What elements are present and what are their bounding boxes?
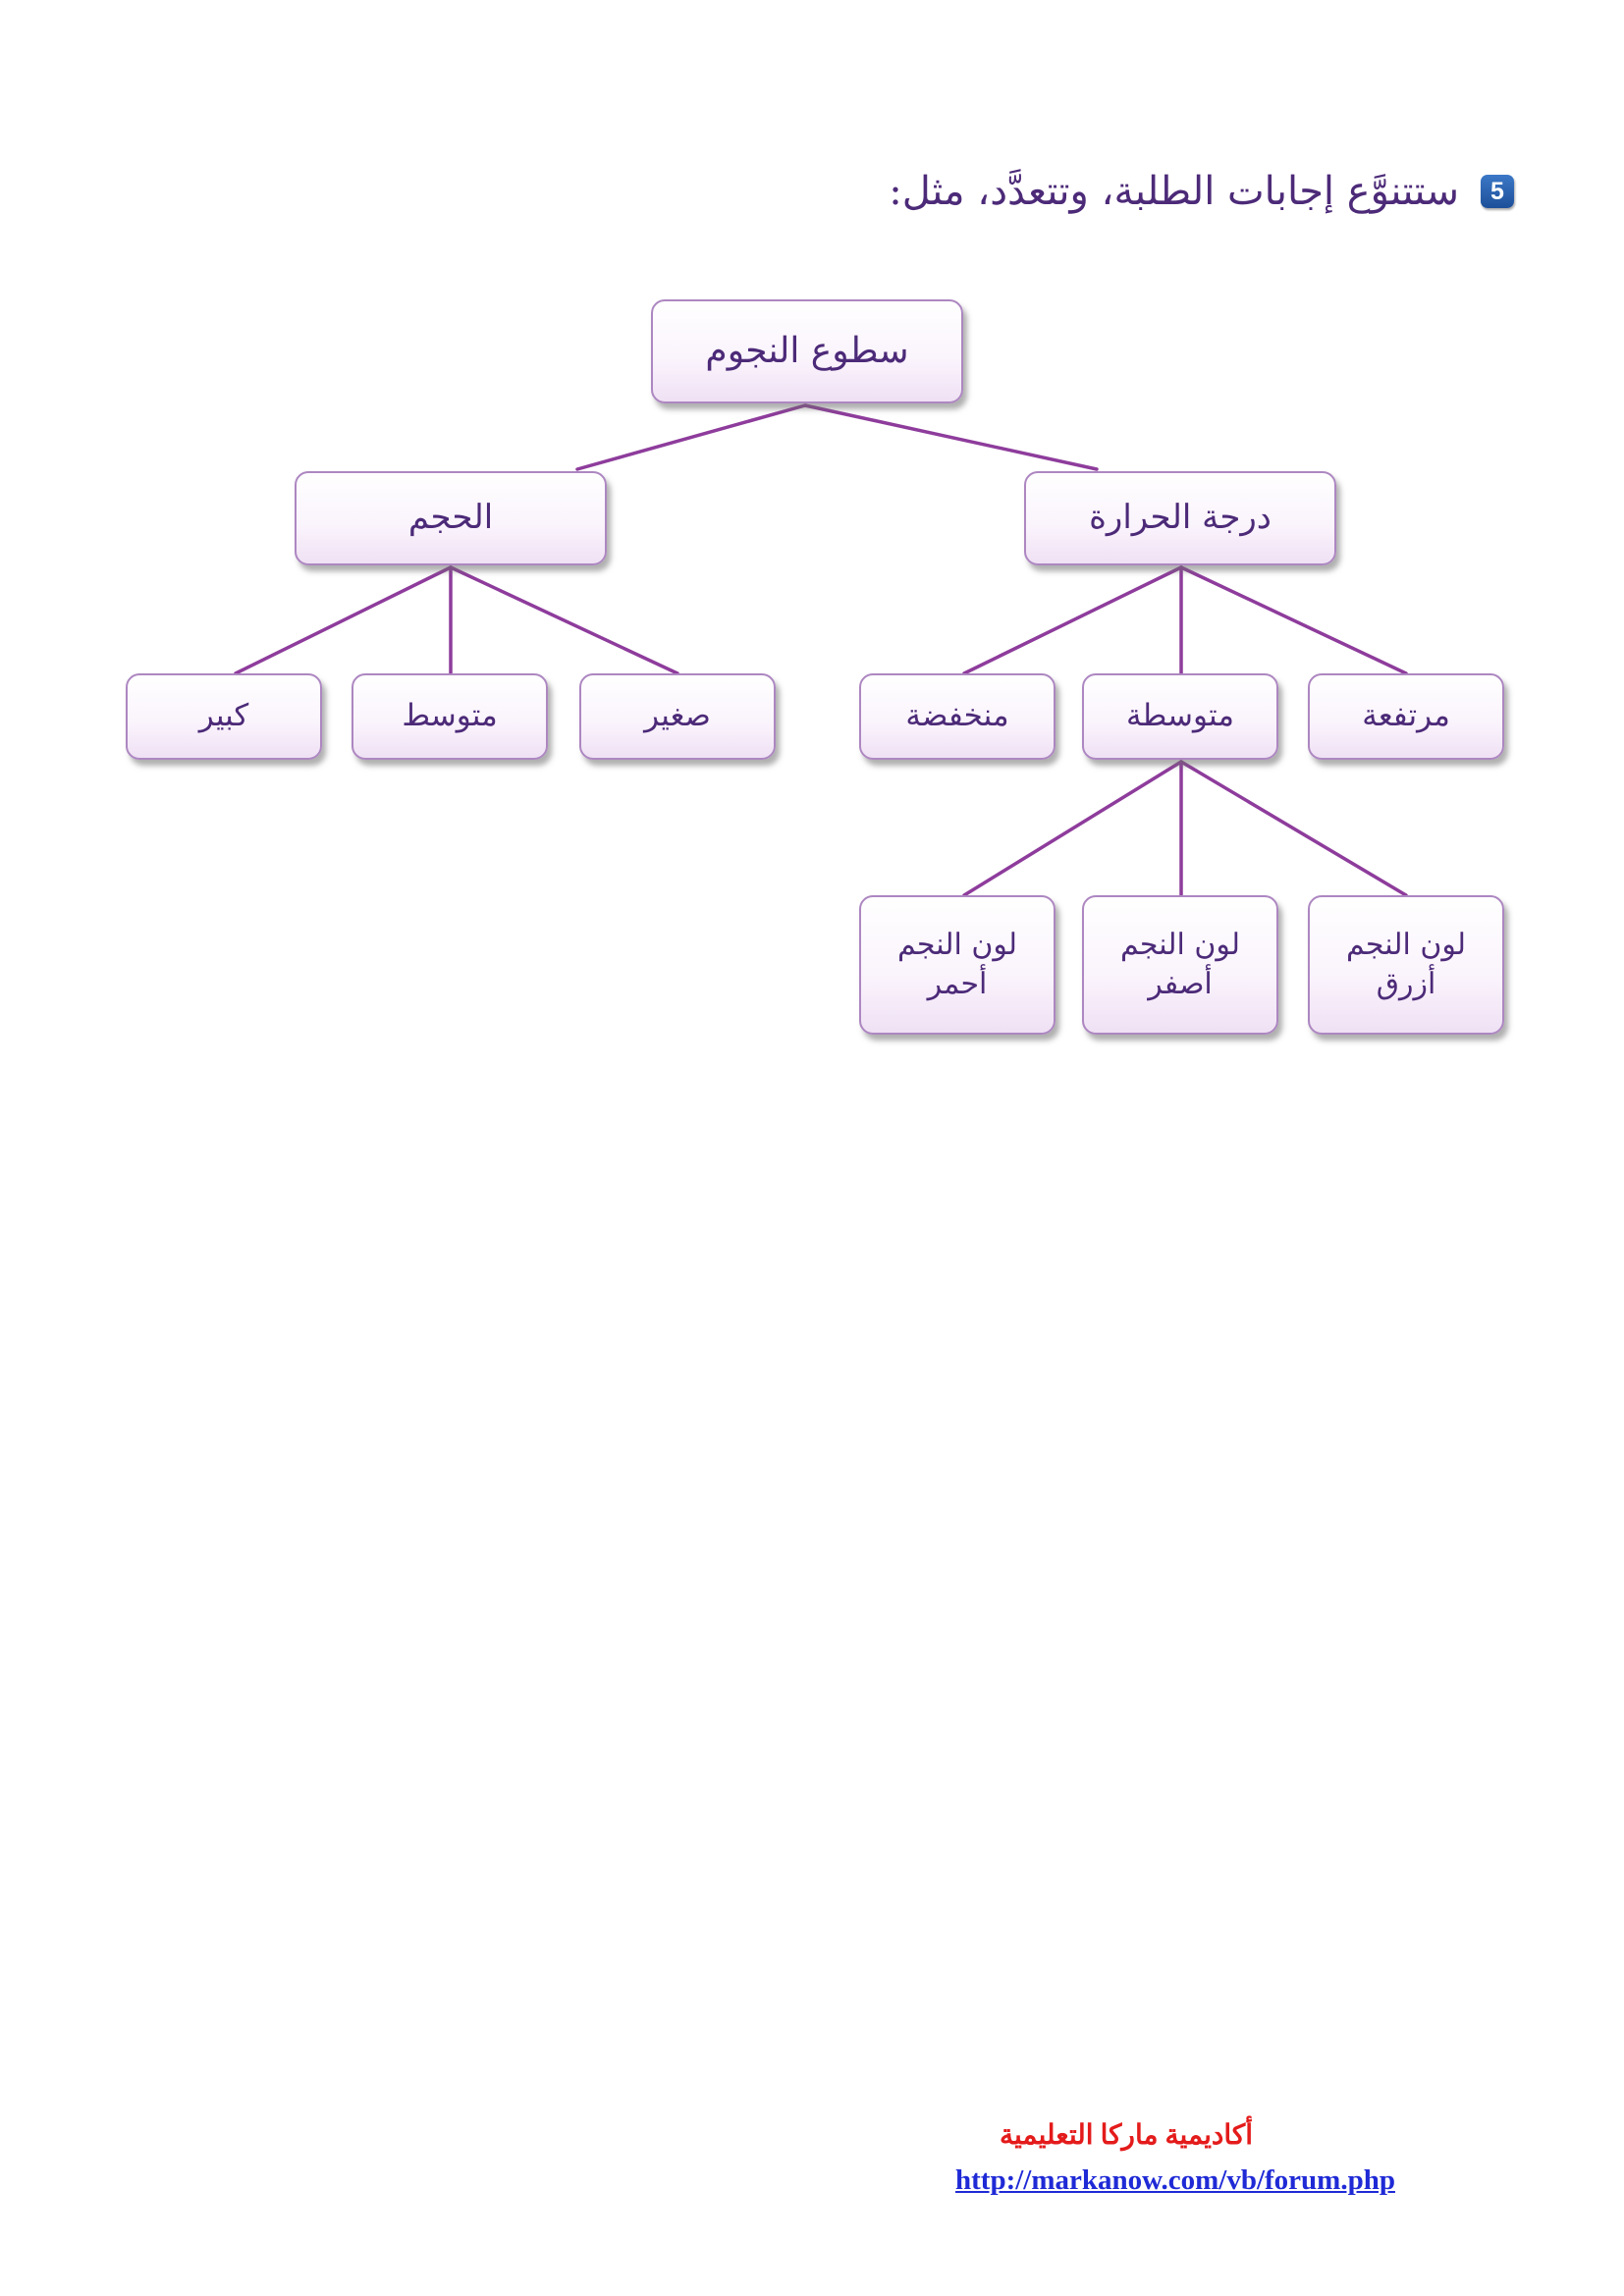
footer-forum-link[interactable]: http://markanow.com/vb/forum.php [955, 2164, 1395, 2196]
connector-size-small [449, 565, 679, 675]
node-size-small: صغير [579, 673, 776, 760]
node-label-line2: أحمر [927, 967, 988, 1001]
node-color-red: لون النجم أحمر [859, 895, 1056, 1035]
node-label: صغير [644, 698, 711, 734]
connector-temp-low [962, 565, 1183, 675]
node-label: منخفضة [905, 698, 1009, 734]
connector-root-temperature [803, 403, 1099, 471]
node-size-medium: متوسط [352, 673, 548, 760]
connector-medium-blue [1179, 760, 1408, 897]
node-star-brightness: سطوع النجوم [651, 299, 963, 403]
question-header: 5 ستتنوَّع إجابات الطلبة، وتتعدَّد، مثل: [889, 169, 1514, 214]
question-text: ستتنوَّع إجابات الطلبة، وتتعدَّد، مثل: [889, 169, 1459, 214]
node-size-large: كبير [126, 673, 322, 760]
node-label-line1: لون النجم [896, 927, 1018, 962]
node-temp-high: مرتفعة [1308, 673, 1504, 760]
connector-root-size [575, 403, 807, 471]
node-label: متوسطة [1126, 698, 1234, 734]
connector-medium-red [962, 760, 1183, 897]
node-label: مرتفعة [1362, 698, 1450, 734]
footer-academy-name: أكاديمية ماركا التعليمية [999, 2120, 1254, 2151]
question-number-badge: 5 [1481, 175, 1514, 208]
node-label-line2: أصفر [1148, 967, 1213, 1001]
node-color-yellow: لون النجم أصفر [1082, 895, 1278, 1035]
node-temperature: درجة الحرارة [1024, 471, 1336, 565]
connector-size-large [234, 565, 453, 675]
node-label: الحجم [407, 498, 494, 538]
node-temp-medium: متوسطة [1082, 673, 1278, 760]
node-label: متوسط [402, 698, 498, 734]
node-label-line1: لون النجم [1345, 927, 1467, 962]
node-size: الحجم [295, 471, 607, 565]
node-temp-low: منخفضة [859, 673, 1056, 760]
connector-temp-high [1179, 565, 1408, 675]
node-label: سطوع النجوم [705, 330, 909, 371]
node-label-line1: لون النجم [1119, 927, 1241, 962]
node-label: درجة الحرارة [1089, 498, 1272, 538]
node-label: كبير [198, 698, 249, 734]
node-color-blue: لون النجم أزرق [1308, 895, 1504, 1035]
node-label-line2: أزرق [1376, 967, 1436, 1001]
